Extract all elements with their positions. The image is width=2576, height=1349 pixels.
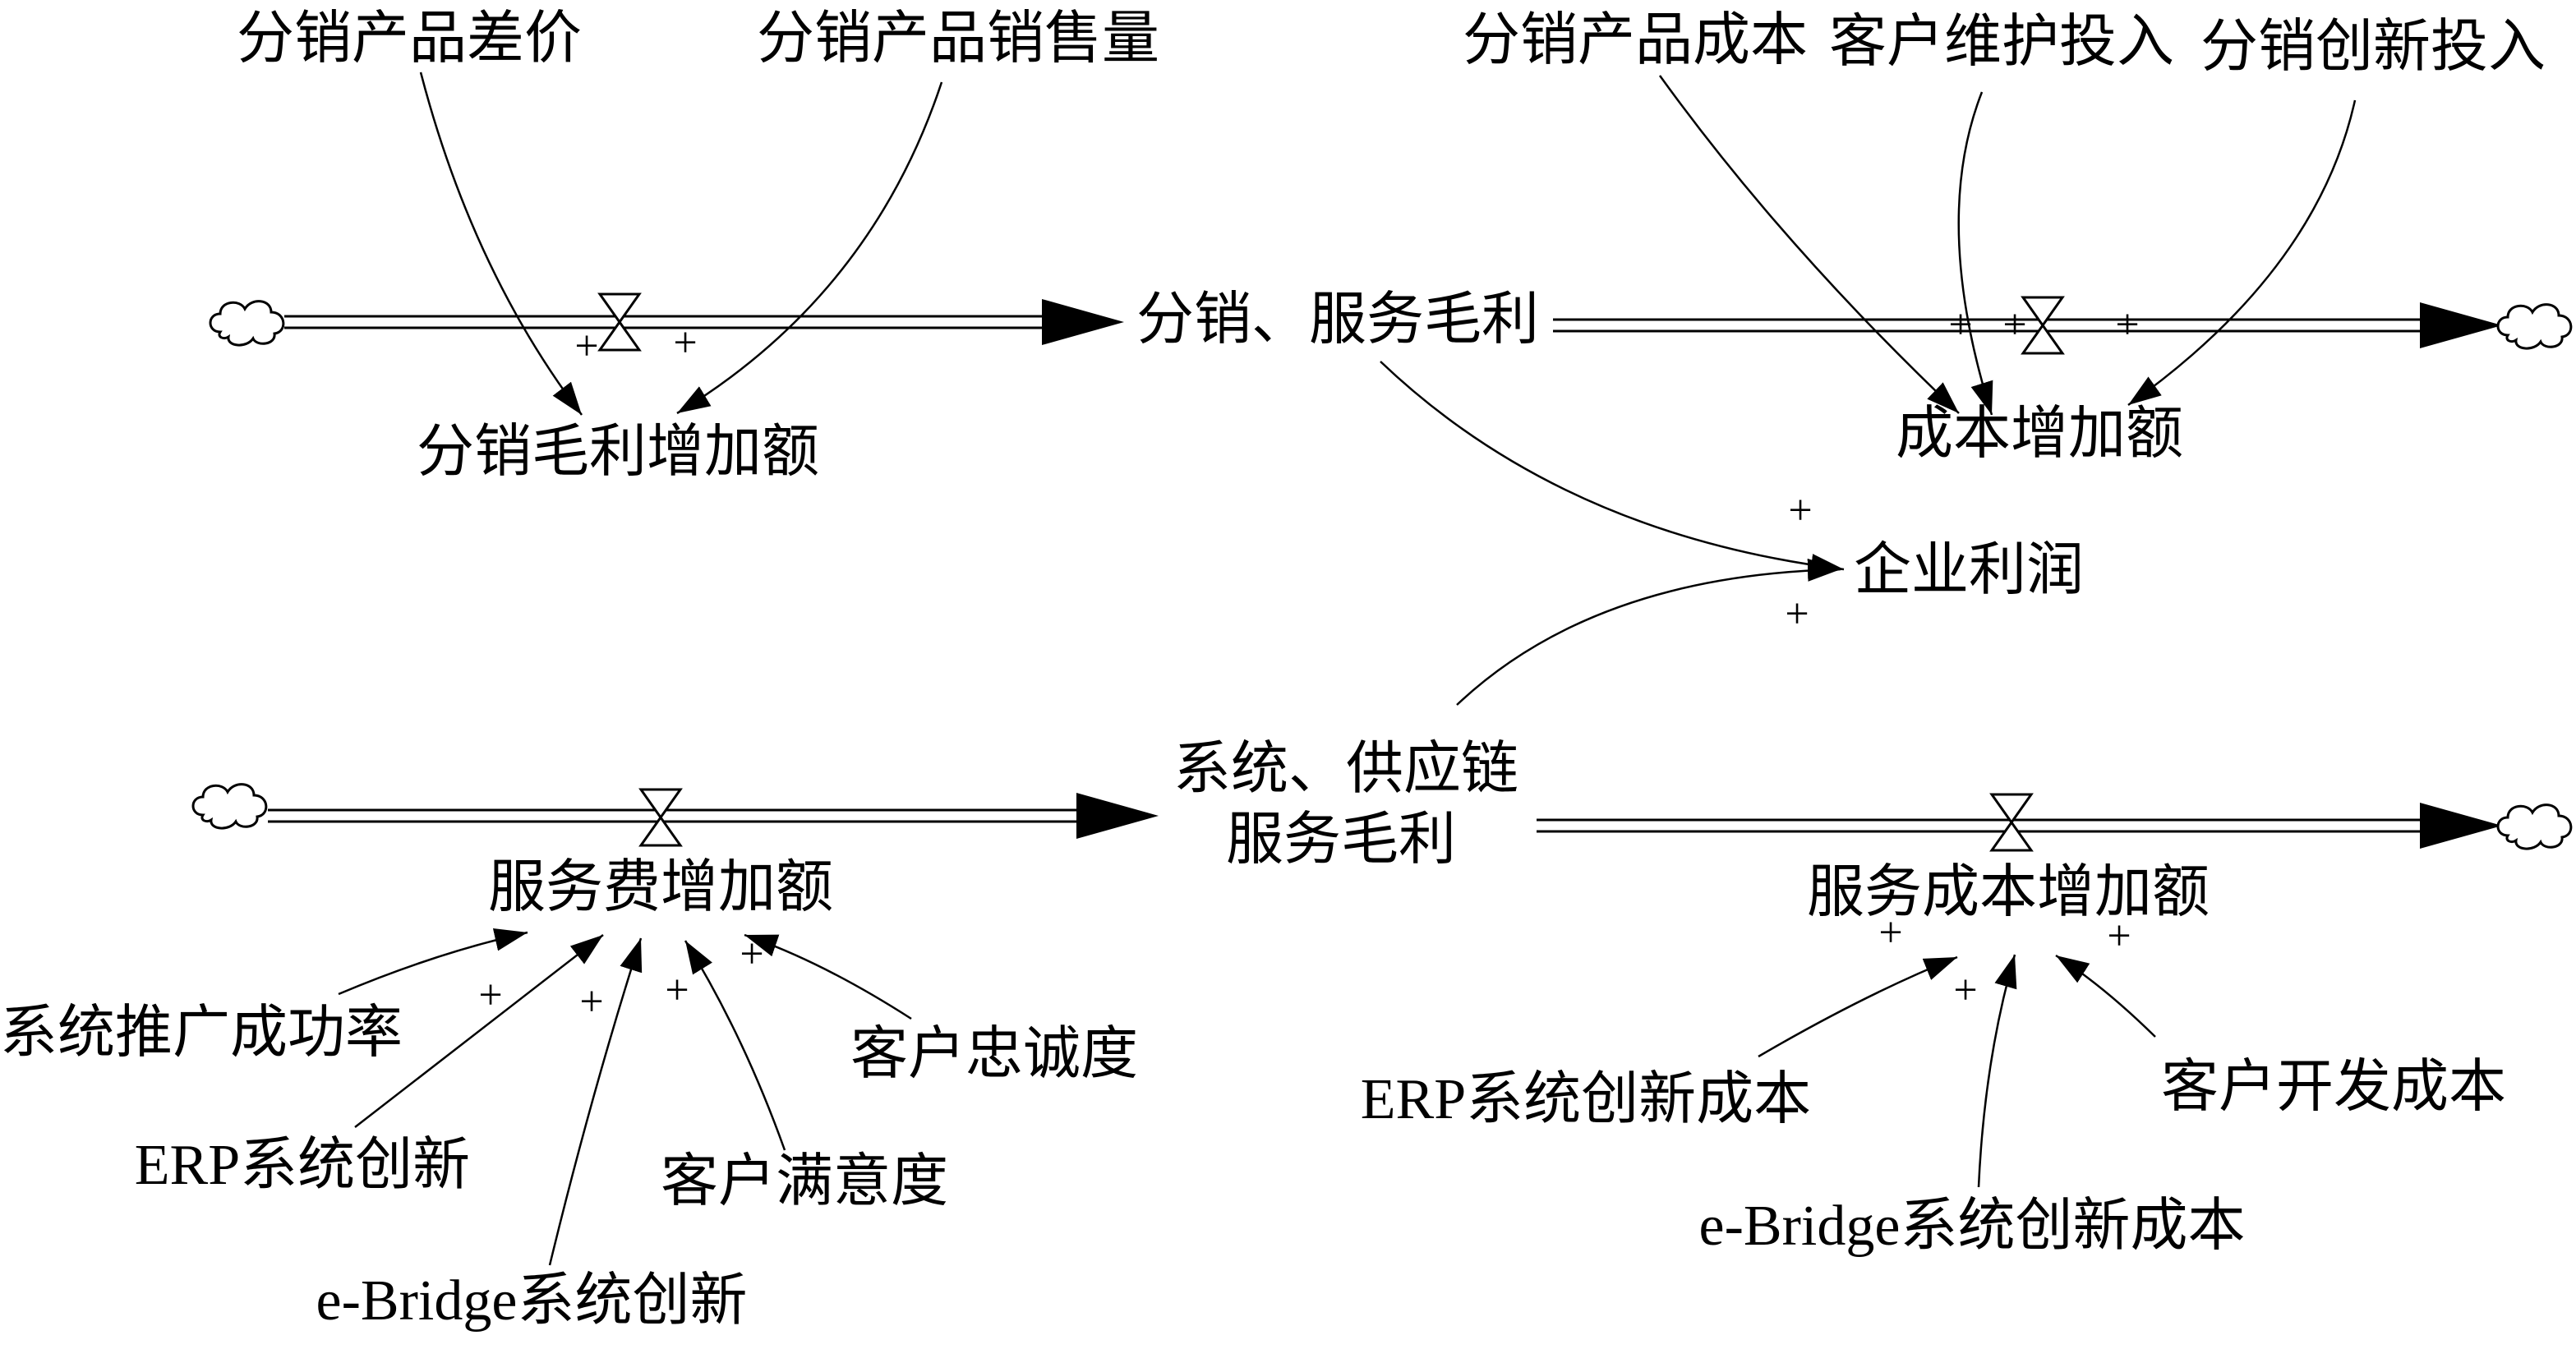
polarity-mark: + xyxy=(1788,487,1812,534)
polarity-mark: + xyxy=(1878,909,1902,956)
variable-innovation-investment: 分销创新投入 xyxy=(2200,16,2546,79)
link-distribution-margin-to-profit xyxy=(1380,361,1845,577)
polarity-mark: + xyxy=(478,972,502,1019)
polarity-mark: + xyxy=(1953,967,1977,1014)
flow-pipe-cost-increase xyxy=(1553,302,2502,348)
variable-product-cost: 分销产品成本 xyxy=(1463,9,1808,72)
valve-icon xyxy=(1989,793,2034,852)
variable-price-difference: 分销产品差价 xyxy=(237,7,582,71)
variable-maintenance-investment: 客户维护投入 xyxy=(1829,11,2174,74)
variable-customer-satisfaction: 客户满意度 xyxy=(661,1150,948,1213)
flow-arrowhead xyxy=(1076,793,1159,839)
rate-service-fee-increase: 服务费增加额 xyxy=(488,856,833,919)
link-innovation-to-cost-increase xyxy=(2127,99,2357,407)
variable-erp-innovation-cost: ERP系统创新成本 xyxy=(1361,1068,1811,1131)
link-price-difference-to-margin-increase xyxy=(419,71,583,416)
link-development-cost-to-service-cost xyxy=(2055,954,2156,1038)
polarity-mark: + xyxy=(1948,302,1972,348)
polarity-mark: + xyxy=(2115,302,2139,348)
rate-cost-increase: 成本增加额 xyxy=(1896,403,2183,466)
stock-system-service-margin-line1: 系统、供应链 xyxy=(1173,738,1518,801)
link-sales-volume-to-margin-increase xyxy=(676,81,943,415)
link-erp-cost-to-service-cost xyxy=(1758,955,1958,1058)
link-erp-to-service-fee xyxy=(354,934,604,1128)
valve-icon xyxy=(597,292,642,352)
flow-arrowhead xyxy=(2420,803,2502,849)
flow-arrowhead xyxy=(1042,299,1124,345)
variable-erp-innovation: ERP系统创新 xyxy=(135,1134,470,1197)
rate-service-cost-increase: 服务成本增加额 xyxy=(1807,861,2210,924)
variable-customer-development-cost: 客户开发成本 xyxy=(2161,1056,2506,1119)
variable-ebridge-innovation-cost: e-Bridge系统创新成本 xyxy=(1699,1195,2246,1258)
valve-icon xyxy=(2021,296,2065,355)
variable-ebridge-innovation: e-Bridge系统创新 xyxy=(316,1269,748,1333)
link-ebridge-cost-to-service-cost xyxy=(1977,954,2017,1188)
link-loyalty-to-service-fee xyxy=(744,933,912,1020)
flow-arrowhead xyxy=(2420,302,2502,348)
polarity-mark: + xyxy=(574,323,598,370)
link-satisfaction-to-service-fee xyxy=(684,940,786,1151)
link-maintenance-to-cost-increase xyxy=(1957,91,1993,416)
variable-enterprise-profit: 企业利润 xyxy=(1854,539,2084,602)
polarity-mark: + xyxy=(740,931,763,978)
link-system-margin-to-profit xyxy=(1456,558,1841,706)
variable-promotion-success-rate: 系统推广成功率 xyxy=(0,1001,403,1065)
flow-pipe-service-fee-increase xyxy=(268,793,1159,839)
flow-pipe-distribution-margin-increase xyxy=(284,299,1124,345)
link-promotion-to-service-fee xyxy=(338,928,528,996)
stock-system-service-margin-line2: 服务毛利 xyxy=(1226,808,1456,872)
flow-pipe-service-cost-increase xyxy=(1537,803,2502,849)
stock-distribution-service-margin: 分销、服务毛利 xyxy=(1136,288,1539,352)
variable-sales-volume: 分销产品销售量 xyxy=(757,7,1159,71)
polarity-mark: + xyxy=(579,978,603,1025)
source-cloud-icon xyxy=(209,300,285,347)
valve-icon xyxy=(638,788,683,847)
sink-cloud-icon xyxy=(2496,303,2573,350)
link-ebridge-to-service-fee xyxy=(548,937,643,1266)
rate-distribution-margin-increase: 分销毛利增加额 xyxy=(417,421,819,484)
source-cloud-icon xyxy=(191,783,268,830)
variable-customer-loyalty: 客户忠诚度 xyxy=(850,1023,1138,1086)
polarity-mark: + xyxy=(1785,591,1809,638)
sink-cloud-icon xyxy=(2496,803,2573,850)
polarity-mark: + xyxy=(673,320,697,366)
polarity-mark: + xyxy=(665,967,689,1014)
link-product-cost-to-cost-increase xyxy=(1658,75,1960,414)
polarity-mark: + xyxy=(2002,302,2026,348)
polarity-mark: + xyxy=(2107,913,2131,960)
